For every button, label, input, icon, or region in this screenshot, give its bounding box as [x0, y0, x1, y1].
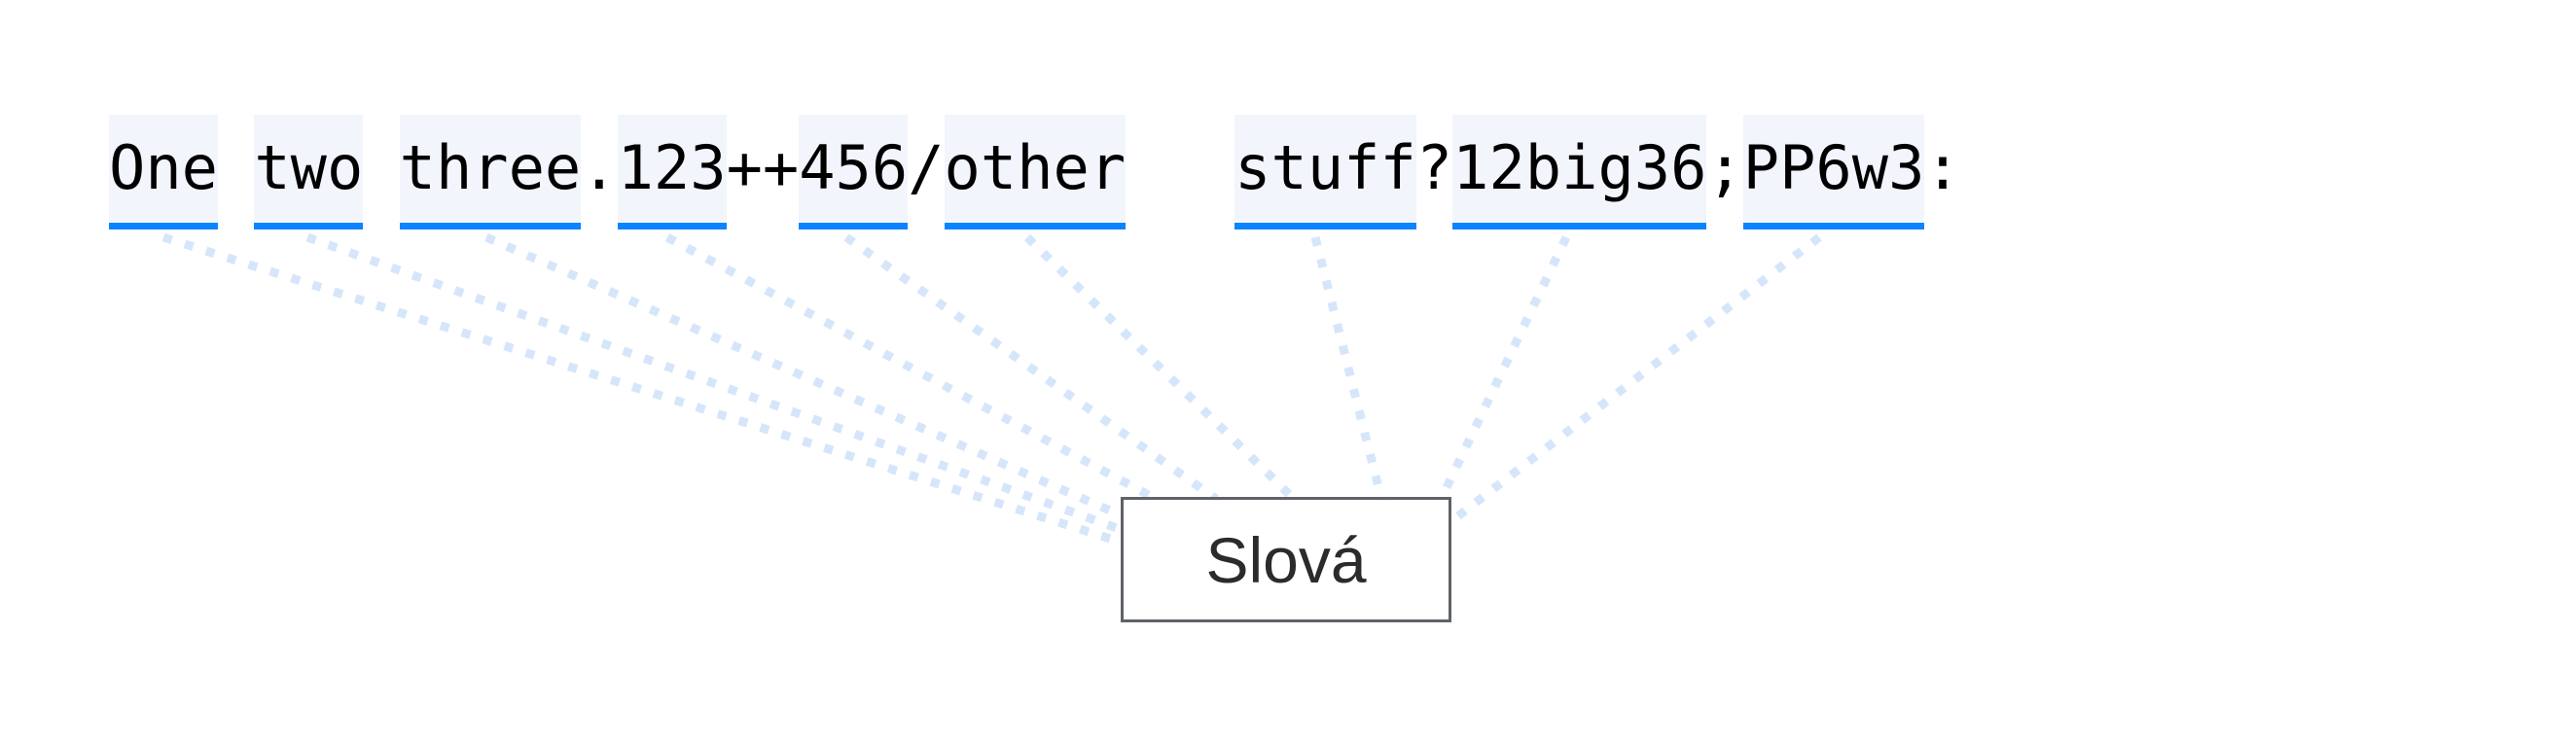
token-separator: . [581, 132, 618, 203]
token-separator: / [908, 132, 945, 203]
token-separator: : [1924, 132, 1961, 203]
connector-line [484, 232, 1136, 526]
token-separator [363, 115, 399, 222]
annotated-token[interactable]: stuff [1234, 115, 1416, 229]
connector-line [1310, 235, 1386, 501]
connector-line [1449, 233, 1822, 525]
connector-line [1023, 233, 1298, 503]
annotated-token[interactable]: 12big36 [1452, 115, 1707, 229]
connector-line [1435, 235, 1571, 504]
annotated-token[interactable]: One [109, 115, 218, 229]
label-box[interactable]: Slová [1121, 497, 1451, 622]
connector-line [305, 232, 1132, 538]
label-box-text: Slová [1205, 523, 1367, 596]
token-separator [218, 115, 254, 222]
annotated-token[interactable]: other [944, 115, 1127, 229]
annotated-token[interactable]: 123 [617, 115, 727, 229]
annotated-token[interactable]: PP6w3 [1742, 115, 1925, 229]
connector-line [843, 233, 1219, 503]
token-separator [1126, 115, 1234, 222]
token-separator: ; [1706, 132, 1743, 203]
annotated-text-line: One two three.123++456/other stuff?12big… [109, 115, 1961, 229]
connector-line [664, 233, 1161, 504]
annotated-token[interactable]: three [399, 115, 582, 229]
connector-line [161, 232, 1130, 549]
token-separator: ? [1415, 132, 1453, 203]
annotated-token[interactable]: 456 [799, 115, 909, 229]
token-separator: ++ [726, 132, 800, 203]
annotated-token[interactable]: two [254, 115, 364, 229]
